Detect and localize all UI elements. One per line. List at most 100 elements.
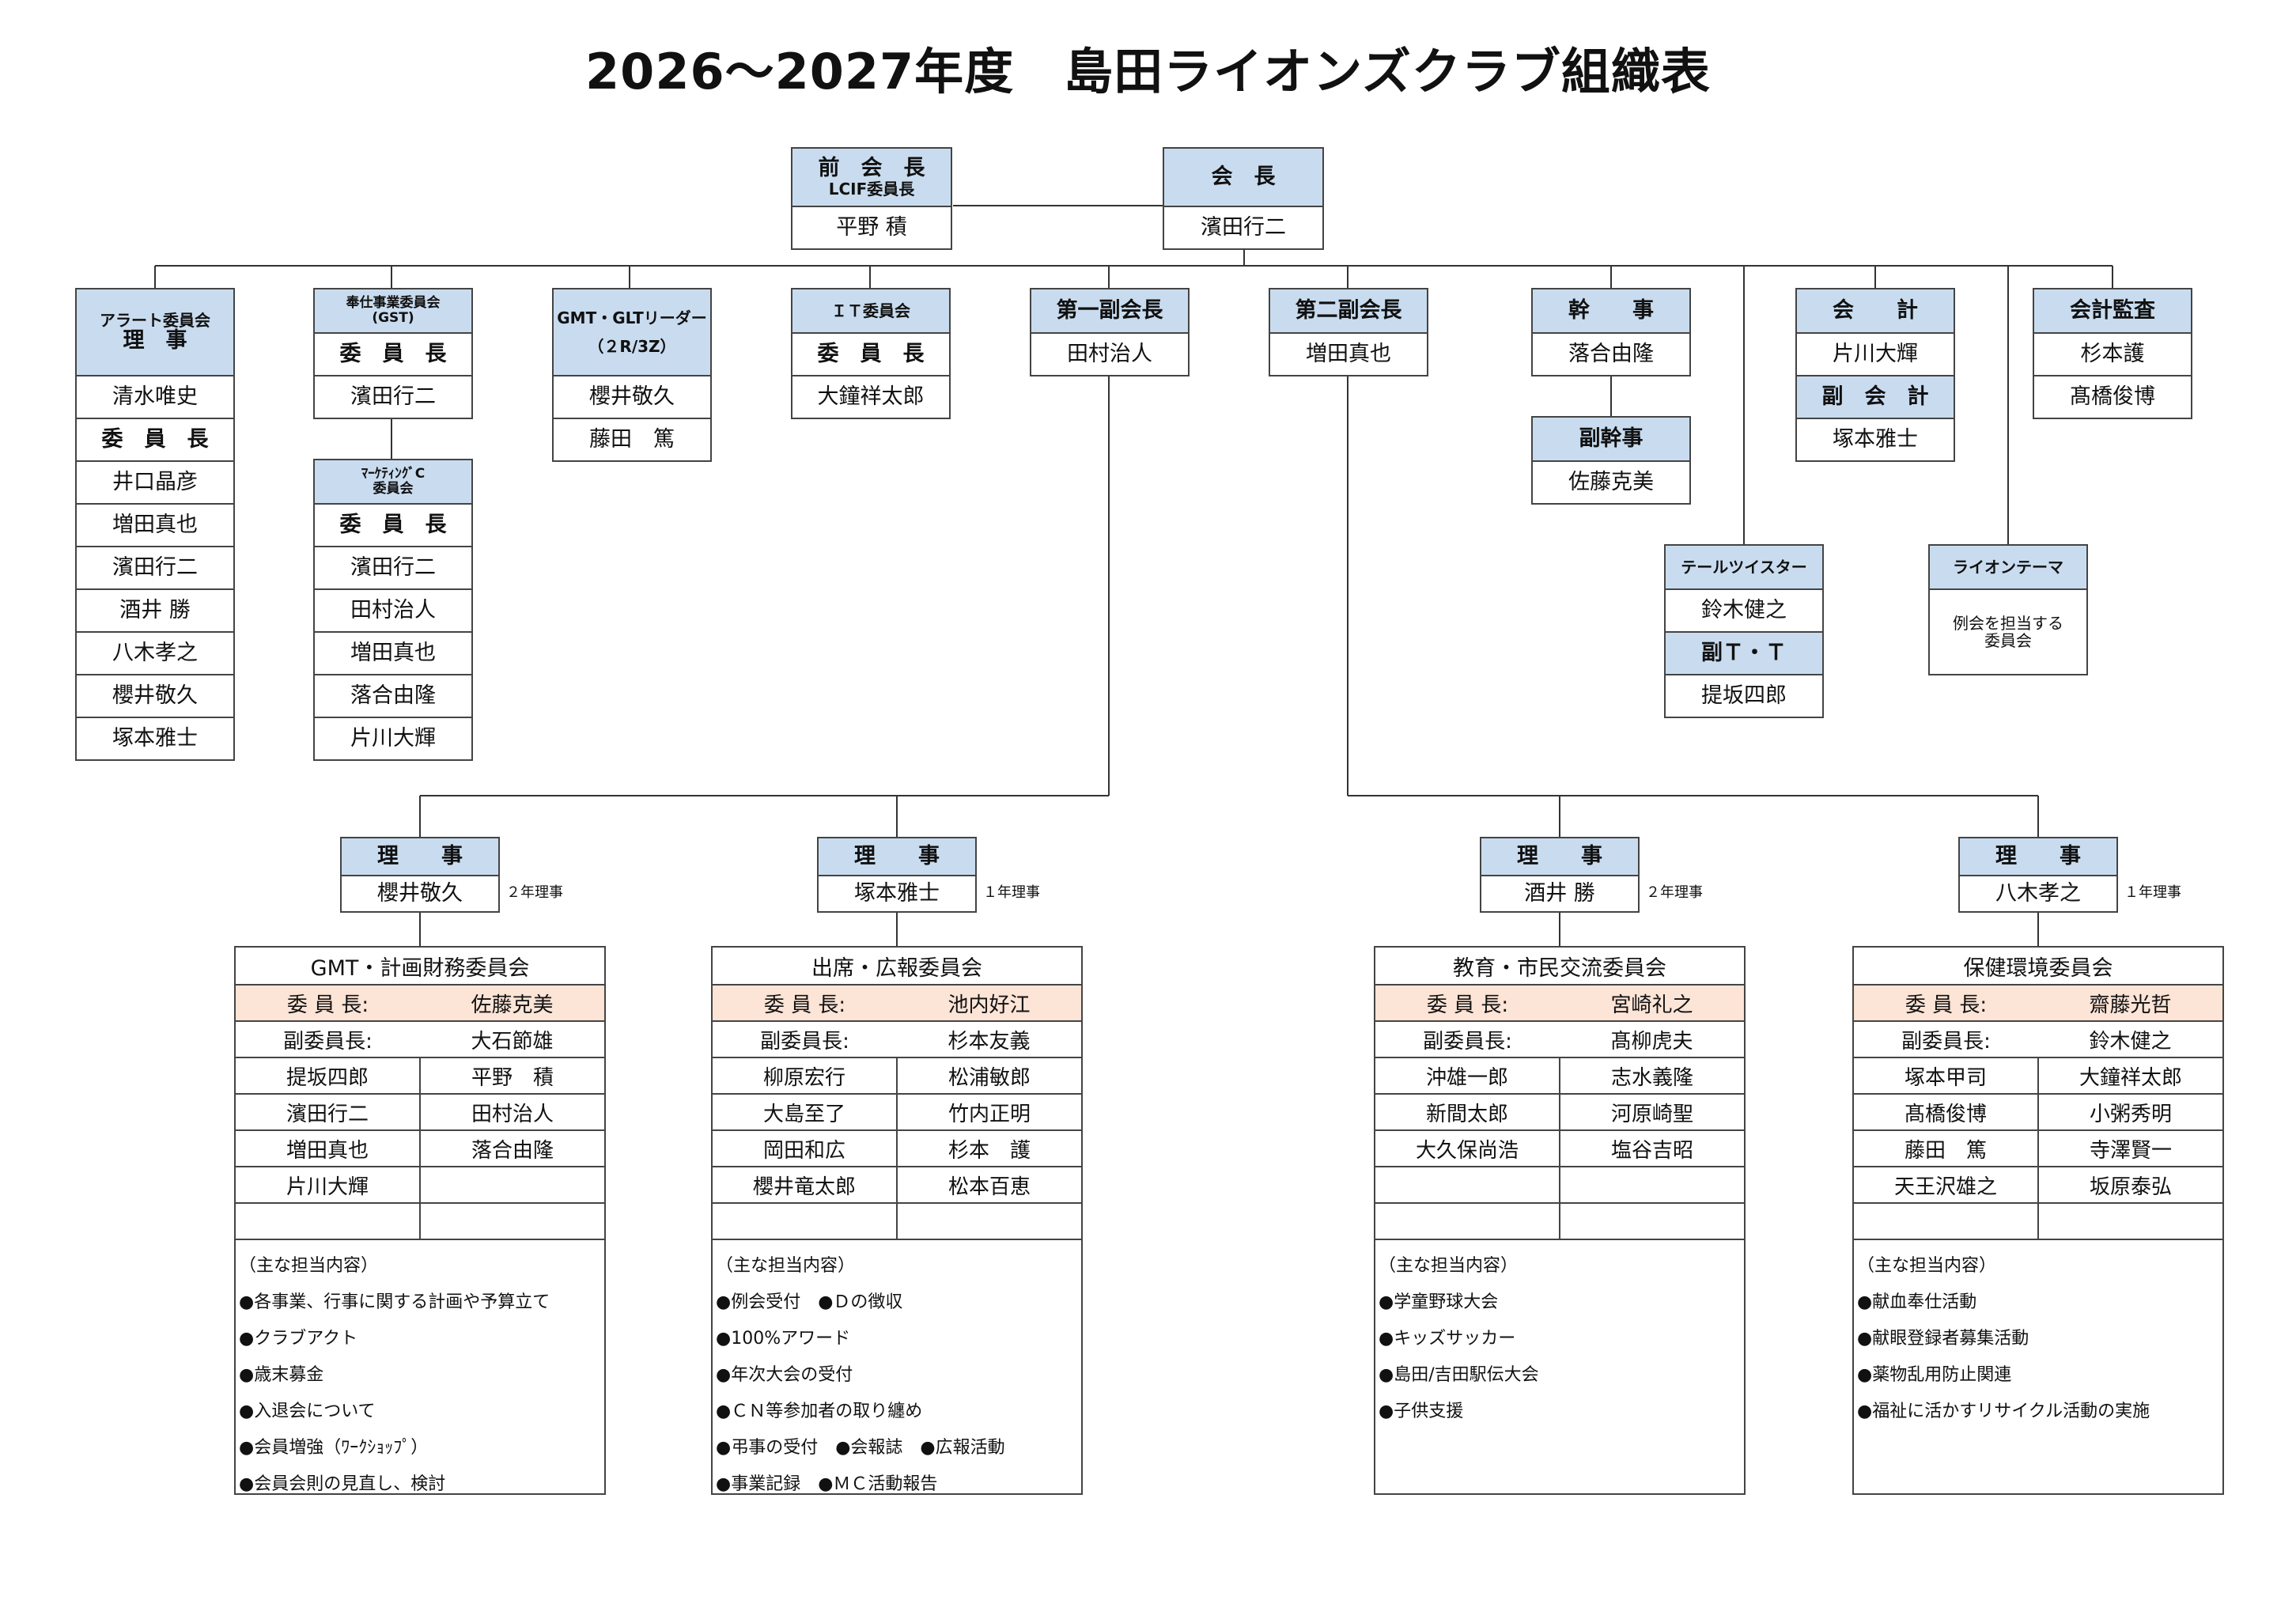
marketing-title: ﾏｰｹﾃｨﾝｸﾞC <box>361 466 426 482</box>
lion-theme-text: 例会を担当する <box>1953 614 2063 633</box>
duty-item: ●各事業、行事に関する計画や予算立て <box>239 1292 550 1312</box>
alert-director-name: 清水唯史 <box>77 375 233 418</box>
gst-committee-box: 奉仕事業委員会 (GST) 委 員 長 濱田行二 <box>313 288 473 419</box>
committee-member-row <box>1375 1202 1744 1239</box>
committee-member-row: 塚本甲司大鐘祥太郎 <box>1854 1057 2222 1093</box>
director-box: 理 事 塚本雅士 <box>817 837 977 913</box>
duty-item: ●100%アワード <box>716 1329 851 1349</box>
secretary-name: 落合由隆 <box>1533 332 1689 375</box>
vice-treasurer-name: 塚本雅士 <box>1797 418 1954 460</box>
committee-title: 保健環境委員会 <box>1963 955 2113 981</box>
director-name: 櫻井敬久 <box>342 875 498 911</box>
committee-box: GMT・計画財務委員会 委 員 長:佐藤克美 副委員長:大石節雄 提坂四郎平野 … <box>234 946 606 1495</box>
committee-member-row: 大島至了竹内正明 <box>713 1093 1081 1129</box>
vice-secretary-name: 佐藤克美 <box>1533 460 1689 503</box>
committee-title: GMT・計画財務委員会 <box>310 955 530 981</box>
committee-member-row <box>1854 1202 2222 1239</box>
committee-box: 教育・市民交流委員会 委 員 長:宮崎礼之 副委員長:髙柳虎夫 沖雄一郎志水義隆… <box>1374 946 1746 1495</box>
duty-item: ●キッズサッカー <box>1379 1329 1516 1349</box>
committee-member-row <box>1375 1166 1744 1202</box>
alert-title: アラート委員会 <box>100 311 210 331</box>
president-name: 濱田行二 <box>1164 206 1322 248</box>
duty-item: ●福祉に活かすリサイクル活動の実施 <box>1857 1402 2150 1421</box>
alert-director-label: 理 事 <box>123 328 187 354</box>
committee-member-row: 髙橋俊博小粥秀明 <box>1854 1093 2222 1129</box>
committee-duties: （主な担当内容） ●各事業、行事に関する計画や予算立て ●クラブアクト ●歳末募… <box>236 1239 604 1503</box>
duty-item: ●事業記録 ●ＭＣ活動報告 <box>716 1474 938 1494</box>
secretary-title: 幹 事 <box>1533 289 1689 332</box>
committee-duties: （主な担当内容） ●例会受付 ●Ｄの徴収 ●100%アワード ●年次大会の受付 … <box>713 1239 1081 1503</box>
president-title: 会 長 <box>1164 149 1322 206</box>
gmt-glt-title: GMT・GLTリーダー <box>557 308 707 327</box>
director-box: 理 事 櫻井敬久 <box>340 837 500 913</box>
it-chair-label: 委 員 長 <box>792 332 949 375</box>
duty-item: ●薬物乱用防止関連 <box>1857 1365 2012 1385</box>
director-box: 理 事 酒井 勝 <box>1480 837 1640 913</box>
director-name: 酒井 勝 <box>1481 875 1638 911</box>
marketing-member: 片川大輝 <box>315 717 471 759</box>
duty-item: ●子供支援 <box>1379 1402 1464 1421</box>
gmt-glt-subtitle: （２R/3Z） <box>588 337 676 356</box>
committee-member-row: 濱田行二田村治人 <box>236 1093 604 1129</box>
marketing-member: 濱田行二 <box>315 546 471 588</box>
director-name: 塚本雅士 <box>819 875 975 911</box>
duty-item: ●年次大会の受付 <box>716 1365 853 1385</box>
director-box: 理 事 八木孝之 <box>1958 837 2118 913</box>
committee-vice-row: 副委員長:鈴木健之 <box>1854 1020 2222 1057</box>
marketing-member: 落合由隆 <box>315 674 471 717</box>
page-title: 2026～2027年度 島田ライオンズクラブ組織表 <box>585 43 1711 100</box>
committee-title: 教育・市民交流委員会 <box>1453 955 1666 981</box>
director-title: 理 事 <box>1960 838 2116 875</box>
duty-item: ●会員会則の見直し、検討 <box>239 1474 446 1494</box>
alert-member: 塚本雅士 <box>77 717 233 759</box>
committee-member-row: 増田真也落合由隆 <box>236 1129 604 1166</box>
committee-member-row <box>713 1202 1081 1239</box>
duty-item: ●クラブアクト <box>239 1329 358 1349</box>
committee-member-row: 片川大輝 <box>236 1166 604 1202</box>
second-vp-name: 増田真也 <box>1270 332 1427 375</box>
lion-theme-title: ライオンテーマ <box>1930 546 2086 588</box>
marketing-chair-label: 委 員 長 <box>315 503 471 546</box>
director-title: 理 事 <box>819 838 975 875</box>
marketing-member: 田村治人 <box>315 588 471 631</box>
director-term-note: ２年理事 <box>506 884 563 901</box>
alert-committee-box: アラート委員会 理 事 清水唯史 委 員 長 井口晶彦 増田真也 濱田行二 酒井… <box>75 288 235 761</box>
gmt-glt-member: 櫻井敬久 <box>554 375 710 418</box>
second-vp-title: 第二副会長 <box>1270 289 1427 332</box>
vice-treasurer-title: 副 会 計 <box>1797 375 1954 418</box>
lion-theme-text: 委員会 <box>1984 631 2032 650</box>
duty-item: ●ＣＮ等参加者の取り纏め <box>716 1402 923 1421</box>
gst-subtitle: (GST) <box>372 310 414 326</box>
committee-vice-row: 副委員長:杉本友義 <box>713 1020 1081 1057</box>
auditor-box: 会計監査 杉本護 髙橋俊博 <box>2033 288 2192 419</box>
director-name: 八木孝之 <box>1960 875 2116 911</box>
marketing-committee-box: ﾏｰｹﾃｨﾝｸﾞC 委員会 委 員 長 濱田行二 田村治人 増田真也 落合由隆 … <box>313 459 473 761</box>
second-vp-box: 第二副会長 増田真也 <box>1269 288 1428 376</box>
committee-vice-row: 副委員長:大石節雄 <box>236 1020 604 1057</box>
it-chair-name: 大鐘祥太郎 <box>792 375 949 418</box>
alert-chair-label: 委 員 長 <box>77 418 233 460</box>
duty-item: ●会員増強（ﾜｰｸｼｮｯﾌﾟ） <box>239 1438 429 1458</box>
lcif-title: LCIF委員長 <box>828 179 915 199</box>
first-vp-title: 第一副会長 <box>1031 289 1188 332</box>
committee-member-row: 柳原宏行松浦敏郎 <box>713 1057 1081 1093</box>
past-president-name: 平野 積 <box>792 206 951 248</box>
auditor-member: 髙橋俊博 <box>2034 375 2191 418</box>
committee-member-row <box>236 1202 604 1239</box>
vice-secretary-box: 副幹事 佐藤克美 <box>1531 416 1691 505</box>
first-vp-box: 第一副会長 田村治人 <box>1030 288 1190 376</box>
committee-chair-row: 委 員 長:宮崎礼之 <box>1375 984 1744 1020</box>
tail-twister-box: テールツイスター 鈴木健之 副Ｔ・Ｔ 提坂四郎 <box>1664 544 1824 718</box>
auditor-title: 会計監査 <box>2034 289 2191 332</box>
alert-member: 増田真也 <box>77 503 233 546</box>
president-box: 会 長 濱田行二 <box>1163 147 1324 250</box>
vice-tail-twister-title: 副Ｔ・Ｔ <box>1666 631 1822 674</box>
committee-member-row: 提坂四郎平野 積 <box>236 1057 604 1093</box>
duty-item: ●献血奉仕活動 <box>1857 1292 1977 1312</box>
committee-chair-row: 委 員 長:池内好江 <box>713 984 1081 1020</box>
duty-item: ●献眼登録者募集活動 <box>1857 1329 2029 1349</box>
duty-item: ●歳末募金 <box>239 1365 324 1385</box>
duties-label: （主な担当内容） <box>1379 1256 1519 1276</box>
duty-item: ●例会受付 ●Ｄの徴収 <box>716 1292 903 1312</box>
